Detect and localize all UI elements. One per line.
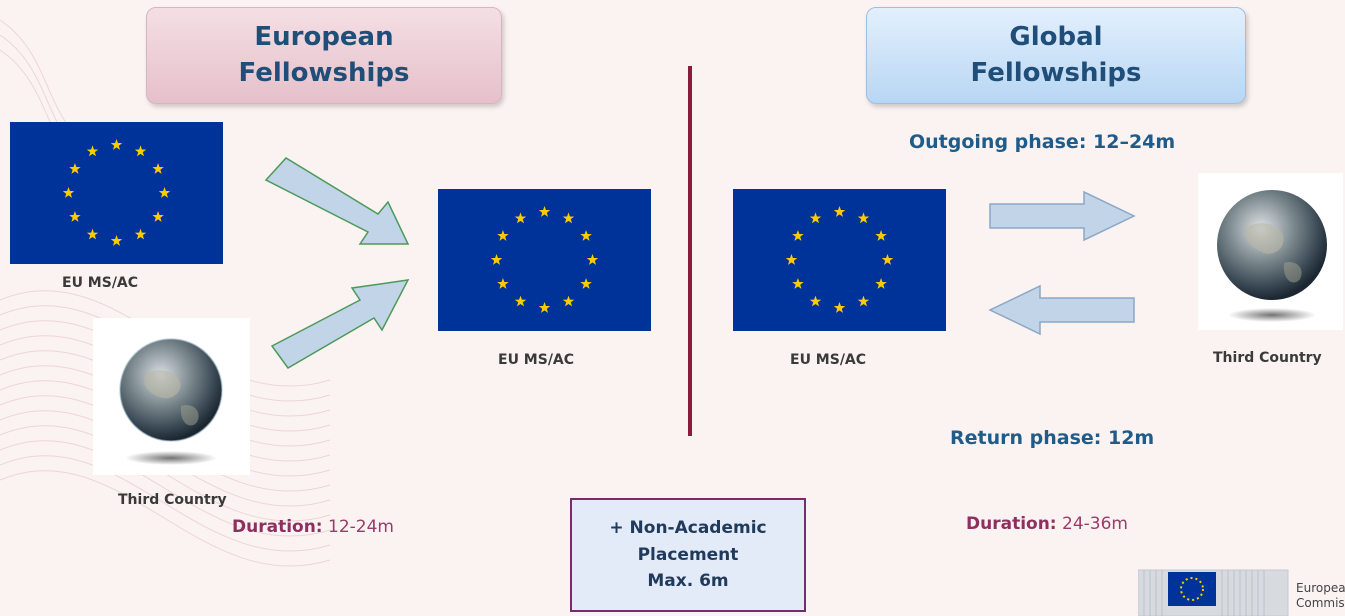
arrow-right-icon bbox=[270, 279, 410, 369]
flag-star bbox=[857, 295, 870, 307]
flag-star bbox=[833, 206, 846, 217]
logo-text-line1: European bbox=[1296, 581, 1345, 595]
flag-star bbox=[497, 230, 509, 241]
flag-star bbox=[538, 206, 551, 217]
arrow-left-icon bbox=[988, 284, 1135, 336]
origin-flag-label: EU MS/AC bbox=[62, 275, 139, 291]
flag-star bbox=[857, 212, 870, 224]
flag-star bbox=[110, 139, 123, 150]
flag-star bbox=[110, 235, 123, 246]
flag-star bbox=[792, 230, 804, 241]
flag-star bbox=[538, 302, 551, 313]
flag-star bbox=[875, 230, 887, 241]
flag-star bbox=[809, 295, 822, 307]
flag-star bbox=[152, 211, 164, 222]
flag-star bbox=[86, 145, 99, 157]
arrow-right-icon bbox=[264, 157, 410, 245]
duration-label: Duration: bbox=[966, 514, 1057, 534]
section-divider bbox=[688, 66, 692, 436]
logo-text-line2: Commission bbox=[1296, 596, 1345, 610]
global-fellowships-title-box: Global Fellowships bbox=[866, 7, 1246, 104]
european-fellowships-title-line1: European bbox=[254, 22, 394, 53]
arrow-right-icon bbox=[989, 190, 1136, 242]
left-duration: Duration: 12-24m bbox=[232, 517, 394, 537]
flag-star bbox=[875, 278, 887, 289]
flag-star bbox=[562, 212, 575, 224]
european-fellowships-title-line2: Fellowships bbox=[238, 57, 410, 88]
flag-star bbox=[69, 163, 81, 174]
flag-star bbox=[497, 278, 509, 289]
flag-star bbox=[134, 145, 147, 157]
flag-star bbox=[62, 187, 75, 198]
flag-star bbox=[785, 254, 798, 265]
flag-star bbox=[792, 278, 804, 289]
flag-star bbox=[580, 278, 592, 289]
origin-country-label: Third Country bbox=[118, 492, 227, 508]
global-fellowships-title-line1: Global bbox=[1009, 22, 1103, 53]
european-fellowships-title-box: European Fellowships bbox=[146, 7, 502, 104]
flag-star bbox=[134, 228, 147, 240]
flag-star bbox=[69, 211, 81, 222]
flag-star bbox=[833, 302, 846, 313]
non-academic-placement-box: + Non-Academic Placement Max. 6m bbox=[570, 498, 806, 612]
flag-star bbox=[586, 254, 599, 265]
globe-icon bbox=[1217, 190, 1327, 322]
flag-star bbox=[562, 295, 575, 307]
flag-star bbox=[514, 295, 527, 307]
flag-star bbox=[490, 254, 503, 265]
host-flag-label: EU MS/AC bbox=[498, 352, 575, 368]
duration-label: Duration: bbox=[232, 517, 323, 537]
eu-flag-icon bbox=[438, 189, 651, 331]
eu-flag-icon bbox=[10, 122, 223, 264]
outgoing-phase-text: Outgoing phase: 12–24m bbox=[909, 131, 1176, 153]
third-country-globe-card-right bbox=[1198, 173, 1343, 330]
return-phase-text: Return phase: 12m bbox=[950, 427, 1155, 449]
flag-star bbox=[158, 187, 171, 198]
eu-flag-icon bbox=[733, 189, 946, 331]
placement-line3: Max. 6m bbox=[647, 571, 729, 592]
flag-star bbox=[580, 230, 592, 241]
flag-star bbox=[86, 228, 99, 240]
flag-star bbox=[809, 212, 822, 224]
right-duration: Duration: 24-36m bbox=[966, 514, 1128, 534]
flag-star bbox=[514, 212, 527, 224]
third-country-label: Third Country bbox=[1213, 350, 1322, 366]
european-commission-logo bbox=[1138, 569, 1289, 616]
placement-line2: Placement bbox=[637, 544, 739, 565]
home-flag-label: EU MS/AC bbox=[790, 352, 867, 368]
duration-value: 12-24m bbox=[328, 517, 394, 537]
globe-icon bbox=[119, 338, 223, 465]
flag-star bbox=[881, 254, 894, 265]
global-fellowships-title-line2: Fellowships bbox=[970, 57, 1142, 88]
third-country-globe-card-left bbox=[93, 318, 250, 475]
european-commission-logo-text: European Commission bbox=[1296, 581, 1345, 611]
placement-line1: + Non-Academic bbox=[609, 518, 767, 539]
flag-star bbox=[152, 163, 164, 174]
duration-value: 24-36m bbox=[1062, 514, 1128, 534]
